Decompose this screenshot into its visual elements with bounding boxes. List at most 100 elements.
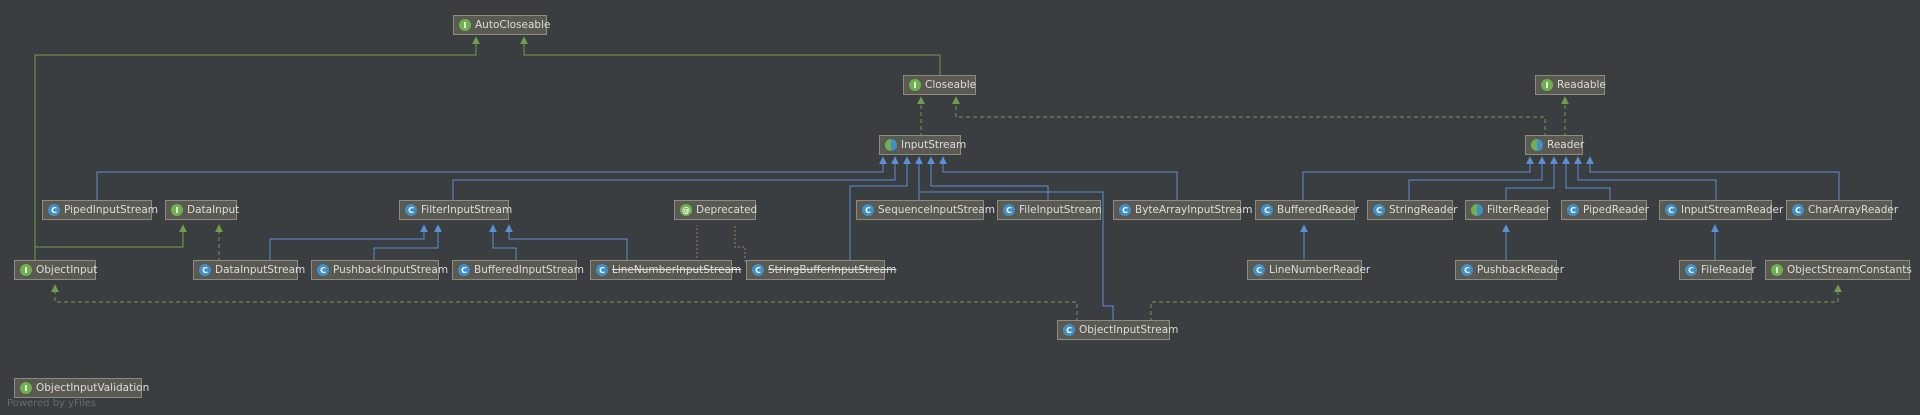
interface-icon: I: [909, 79, 921, 91]
class-icon: C: [1373, 204, 1385, 216]
node-label: AutoCloseable: [475, 19, 551, 31]
node-closeable[interactable]: I Closeable: [903, 75, 976, 95]
edge-inputstreamreader-reader: [1574, 156, 1717, 202]
node-label: Reader: [1547, 139, 1585, 151]
node-linenumberreader[interactable]: C LineNumberReader: [1247, 260, 1370, 280]
node-filterinputstream[interactable]: C FilterInputStream: [399, 200, 513, 220]
class-icon: C: [317, 264, 329, 276]
class-icon: C: [1261, 204, 1273, 216]
node-readable[interactable]: I Readable: [1535, 75, 1606, 95]
edge-pipedinputstream-inputstream: [96, 156, 887, 202]
node-label: LineNumberReader: [1269, 264, 1371, 276]
node-label: FileInputStream: [1019, 204, 1102, 216]
node-reader[interactable]: Reader: [1525, 135, 1585, 155]
edge-reader-closeable: [952, 96, 1546, 137]
node-label: BufferedInputStream: [474, 264, 584, 276]
node-linenumberinputstream[interactable]: C LineNumberInputStream: [590, 260, 741, 280]
interface-icon: I: [20, 382, 32, 394]
node-label: CharArrayReader: [1808, 204, 1899, 216]
node-label: Deprecated: [696, 204, 758, 216]
interface-icon: I: [20, 264, 32, 276]
interface-icon: I: [1541, 79, 1553, 91]
node-label: Closeable: [925, 79, 977, 91]
node-inputstreamreader[interactable]: C InputStreamReader: [1659, 200, 1783, 220]
node-datainputstream[interactable]: C DataInputStream: [193, 260, 305, 280]
node-autocloseable[interactable]: I AutoCloseable: [453, 15, 551, 35]
edge-bytearrayinputstream-inputstream: [939, 156, 1178, 202]
edge-datainputstream-filterinputstream: [269, 224, 428, 262]
node-deprecated[interactable]: @ Deprecated: [674, 200, 758, 220]
node-label: FilterInputStream: [421, 204, 513, 216]
node-pushbackinputstream[interactable]: C PushbackInputStream: [311, 260, 448, 280]
node-label: ObjectInput: [36, 264, 98, 276]
node-label: PipedReader: [1583, 204, 1649, 216]
interface-icon: I: [459, 19, 471, 31]
edge-pipedreader-reader: [1562, 156, 1611, 202]
class-icon: C: [862, 204, 874, 216]
abstract-class-icon: [885, 139, 897, 151]
class-icon: C: [1461, 264, 1473, 276]
node-label: StringReader: [1389, 204, 1458, 216]
class-icon: C: [1063, 324, 1075, 336]
node-label: PipedInputStream: [64, 204, 158, 216]
edge-bufferedreader-reader: [1302, 156, 1534, 202]
node-bufferedinputstream[interactable]: C BufferedInputStream: [452, 260, 584, 280]
edge-bufferedinputstream-filterinputstream: [489, 224, 517, 262]
edge-stringbufferinputstream-inputstream: [849, 156, 911, 262]
node-sequenceinputstream[interactable]: C SequenceInputStream: [856, 200, 995, 220]
node-objectinputstream[interactable]: C ObjectInputStream: [1057, 320, 1178, 340]
class-icon: C: [458, 264, 470, 276]
class-icon: C: [1119, 204, 1131, 216]
node-stringreader[interactable]: C StringReader: [1367, 200, 1458, 220]
node-fileinputstream[interactable]: C FileInputStream: [997, 200, 1102, 220]
edge-pushbackinputstream-filterinputstream: [373, 224, 442, 262]
edge-objectinputstream-objectinput: [51, 284, 1078, 322]
node-chararrayreader[interactable]: C CharArrayReader: [1786, 200, 1898, 220]
class-icon: C: [1567, 204, 1579, 216]
class-icon: C: [48, 204, 60, 216]
edge-fileinputstream-inputstream: [927, 156, 1049, 202]
node-label: InputStream: [901, 139, 967, 151]
node-objectinput[interactable]: I ObjectInput: [14, 260, 98, 280]
class-icon: C: [596, 264, 608, 276]
node-datainput[interactable]: I DataInput: [165, 200, 240, 220]
node-label: StringBufferInputStream: [768, 264, 897, 276]
node-objectinputvalidation[interactable]: I ObjectInputValidation: [14, 378, 149, 398]
node-stringbufferinputstream[interactable]: C StringBufferInputStream: [746, 260, 896, 280]
class-icon: C: [405, 204, 417, 216]
interface-icon: I: [1771, 264, 1783, 276]
node-label: ByteArrayInputStream: [1135, 204, 1253, 216]
node-bufferedreader[interactable]: C BufferedReader: [1255, 200, 1359, 220]
class-icon: C: [1003, 204, 1015, 216]
node-pipedreader[interactable]: C PipedReader: [1561, 200, 1649, 220]
node-inputstream[interactable]: InputStream: [879, 135, 966, 155]
node-label: DataInput: [187, 204, 240, 216]
node-objectstreamconstants[interactable]: I ObjectStreamConstants: [1765, 260, 1912, 280]
node-pushbackreader[interactable]: C PushbackReader: [1455, 260, 1564, 280]
powered-by-footer: Powered by yFiles: [7, 398, 96, 409]
edge-objectinput-autocloseable: [34, 36, 480, 262]
node-label: FileReader: [1701, 264, 1756, 276]
class-icon: C: [1685, 264, 1697, 276]
edge-filterinputstream-inputstream: [452, 156, 899, 202]
node-label: DataInputStream: [215, 264, 306, 276]
node-label: ObjectStreamConstants: [1787, 264, 1912, 276]
class-icon: C: [1792, 204, 1804, 216]
node-filterreader[interactable]: FilterReader: [1465, 200, 1550, 220]
node-label: BufferedReader: [1277, 204, 1359, 216]
node-label: Readable: [1557, 79, 1606, 91]
abstract-class-icon: [1471, 204, 1483, 216]
class-icon: C: [1665, 204, 1677, 216]
edge-objectinputstream-objectstreamconstants: [1150, 284, 1842, 322]
class-icon: C: [199, 264, 211, 276]
interface-icon: I: [171, 204, 183, 216]
node-label: SequenceInputStream: [878, 204, 995, 216]
node-filereader[interactable]: C FileReader: [1679, 260, 1756, 280]
node-label: ObjectInputStream: [1079, 324, 1179, 336]
class-icon: C: [752, 264, 764, 276]
edge-linenumberinputstream-filterinputstream: [505, 224, 628, 262]
edge-filterreader-reader: [1505, 156, 1558, 202]
annotation-icon: @: [680, 204, 692, 216]
node-pipedinputstream[interactable]: C PipedInputStream: [42, 200, 158, 220]
node-bytearrayinputstream[interactable]: C ByteArrayInputStream: [1113, 200, 1252, 220]
